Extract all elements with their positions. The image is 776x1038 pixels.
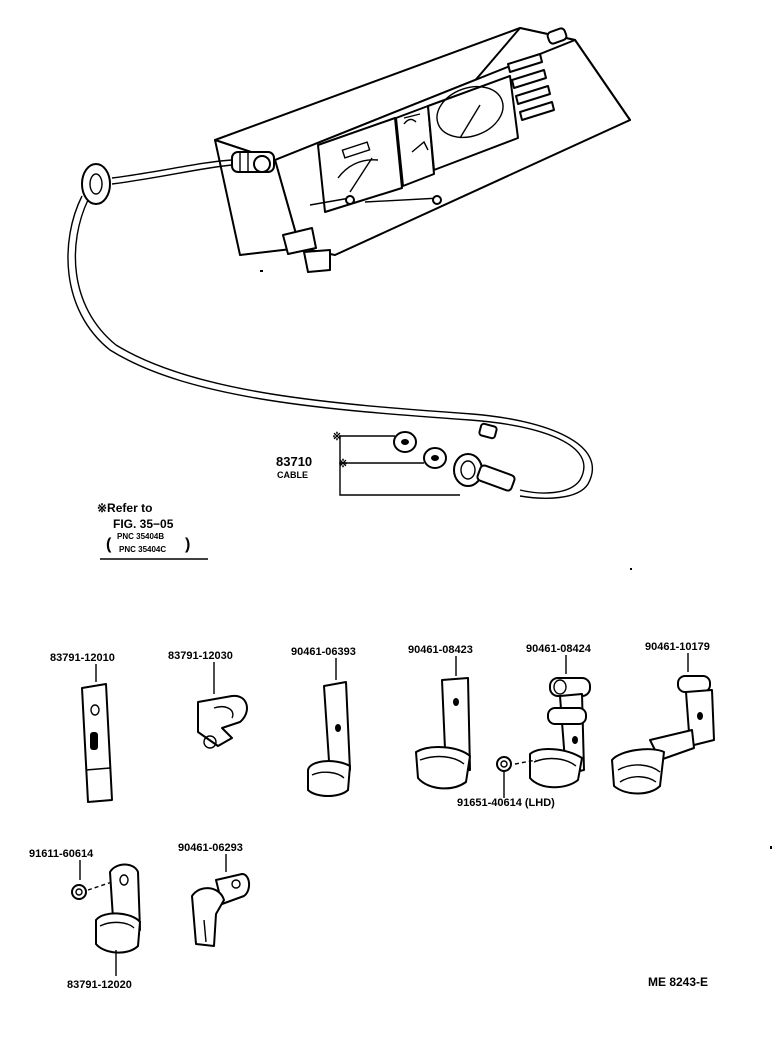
figure-code: ME 8243-E [648, 975, 708, 989]
cable-washers: ※ ※ [332, 431, 460, 496]
part-90461-06393 [307, 681, 351, 797]
reference-line-2: FIG. 35−05 [113, 517, 174, 531]
part-91611-60614-label: 91611-60614 [29, 848, 94, 860]
part-83791-12020-label: 83791-12020 [67, 979, 132, 991]
part-90461-10179-label: 90461-10179 [645, 641, 710, 653]
cable-marker-1: ※ [332, 431, 341, 443]
cable-part-number: 83710 [276, 454, 312, 469]
cable-marker-2: ※ [338, 458, 347, 470]
part-83791-12010 [81, 683, 113, 803]
part-83791-12030-label: 83791-12030 [168, 650, 233, 662]
reference-paren-close: ) [185, 536, 190, 553]
reference-line-1: ※Refer to [97, 501, 152, 515]
part-83791-12010-label: 83791-12010 [50, 652, 115, 664]
cable-name: CABLE [277, 470, 308, 480]
scan-specks [260, 270, 772, 849]
reference-pnc-2: PNC 35404C [119, 545, 166, 554]
part-90461-08424-label: 90461-08424 [526, 643, 592, 655]
part-91651-40614-label: 91651-40614 (LHD) [457, 797, 555, 809]
reference-paren-open: ( [106, 536, 112, 553]
part-83791-12020 [95, 863, 141, 954]
reference-note: ※Refer to FIG. 35−05 ( PNC 35404B PNC 35… [97, 501, 208, 560]
part-90461-08424 [514, 677, 591, 789]
speedometer-cable [67, 159, 594, 499]
part-83791-12030 [197, 694, 248, 749]
part-90461-08423-label: 90461-08423 [408, 644, 473, 656]
part-90461-06293-label: 90461-06293 [178, 842, 243, 854]
washer-91651-40614 [496, 756, 512, 772]
reference-pnc-1: PNC 35404B [117, 532, 164, 541]
part-90461-06393-label: 90461-06393 [291, 646, 356, 658]
washer-91611-60614 [71, 884, 87, 900]
part-90461-08423 [415, 677, 471, 790]
part-90461-06293 [191, 873, 250, 947]
instrument-cluster [214, 27, 631, 273]
part-90461-10179 [611, 675, 715, 795]
